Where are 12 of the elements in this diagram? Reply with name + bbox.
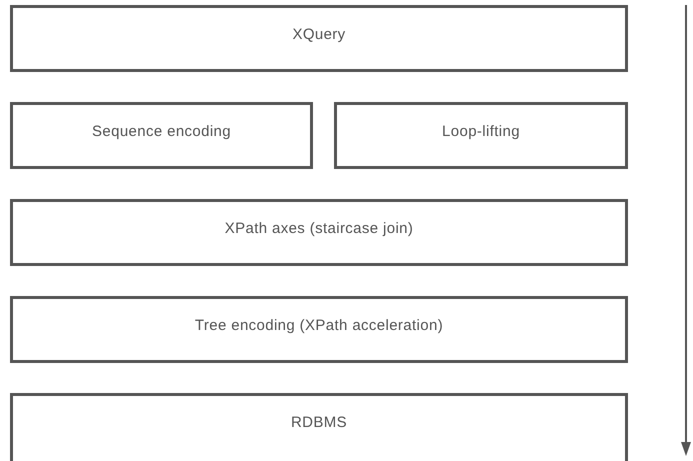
layer-box xyxy=(10,393,628,461)
layer-box xyxy=(10,5,628,72)
layer-label: XQuery xyxy=(292,25,346,45)
layer-label: Loop-lifting xyxy=(442,122,520,142)
layer-label: Tree encoding (XPath acceleration) xyxy=(194,316,444,336)
layer-box xyxy=(10,199,628,266)
layer-box xyxy=(10,102,313,169)
layer-label: Sequence encoding xyxy=(92,122,231,142)
layer-box xyxy=(334,102,628,169)
layer-box xyxy=(10,296,628,363)
layer-label: RDBMS xyxy=(290,413,348,433)
layer-label: XPath axes (staircase join) xyxy=(224,219,414,239)
